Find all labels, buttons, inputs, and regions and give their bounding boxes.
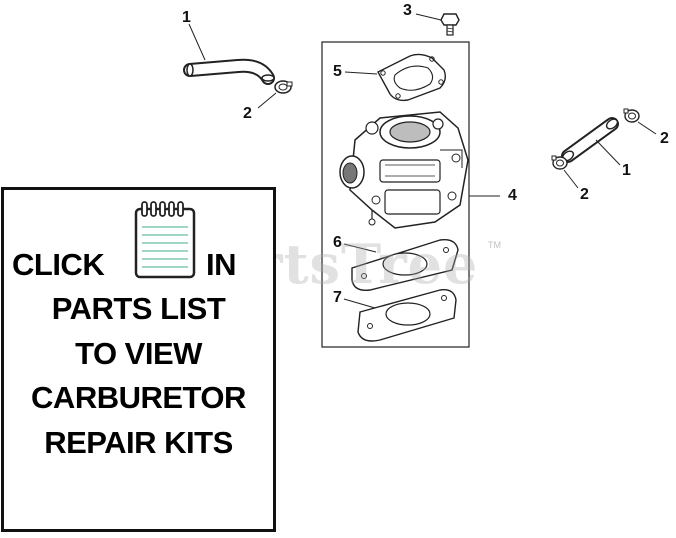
callout-hose-left[interactable]: 1 (182, 9, 191, 26)
hose-left[interactable] (183, 58, 275, 85)
callout-carburetor[interactable]: 4 (508, 187, 517, 204)
screw[interactable] (440, 13, 460, 36)
carburetor[interactable] (339, 111, 469, 229)
info-line-5: REPAIR KITS (44, 425, 233, 460)
callout-gasket-mid[interactable]: 6 (333, 234, 342, 251)
leader-clamp-left (257, 92, 277, 109)
callout-screw[interactable]: 3 (403, 2, 412, 19)
clamp-right-bottom[interactable] (551, 155, 568, 170)
leader-top-gasket (344, 71, 378, 75)
repair-kits-info-box[interactable]: CLICK IN PARTS LIST TO VIEW CARBURETOR R… (1, 187, 276, 532)
leader-hose-right (595, 139, 621, 166)
leader-clamp-right-top (637, 121, 657, 135)
notebook-icon[interactable] (134, 199, 196, 279)
leader-gasket-bottom (343, 298, 376, 309)
watermark-tm: TM (488, 240, 501, 250)
callout-clamp-left[interactable]: 2 (243, 105, 252, 122)
leader-screw (415, 13, 442, 21)
assembly-frame (321, 41, 470, 348)
clamp-right-top[interactable] (623, 108, 640, 123)
hose-right[interactable] (561, 117, 619, 163)
leader-gasket-mid (343, 243, 377, 253)
info-line-2: PARTS LIST (51, 291, 226, 326)
leader-clamp-right-bottom (563, 169, 579, 189)
top-gasket[interactable] (377, 53, 447, 102)
gasket-bottom[interactable] (357, 289, 457, 342)
clamp-left[interactable] (274, 80, 293, 94)
leader-hose-left (188, 23, 206, 61)
callout-clamp-right-top[interactable]: 2 (660, 130, 669, 147)
callout-gasket-bottom[interactable]: 7 (333, 289, 342, 306)
callout-top-gasket[interactable]: 5 (333, 63, 342, 80)
info-line-4: CARBURETOR (31, 380, 246, 415)
gasket-mid[interactable] (351, 239, 459, 291)
callout-clamp-right-bottom[interactable]: 2 (580, 186, 589, 203)
info-click-word: CLICK (12, 247, 105, 282)
info-line-3: TO VIEW (75, 336, 202, 371)
callout-hose-right[interactable]: 1 (622, 162, 631, 179)
info-in-word: IN (206, 247, 237, 282)
